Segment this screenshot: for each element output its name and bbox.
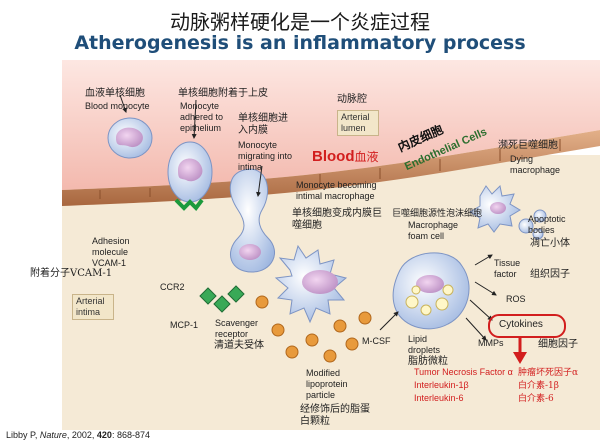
lipoprotein-particles [255,295,372,363]
label-blood: Blood血液 [312,148,379,165]
label-dying-cn: 濒死巨噬细胞 [498,140,558,151]
label-cytokine-cn: 细胞因子 [538,339,578,350]
migrating-monocyte-nucleus [239,244,261,260]
cytokines-highlight [488,314,566,338]
label-arterial-intima: Arterial intima [72,294,114,320]
reference-citation: Libby P, Nature, 2002, 420: 868-874 [6,430,150,440]
blood-monocyte-nucleus [116,127,143,148]
adhered-monocyte-nucleus [178,158,203,182]
apoptotic-bodies [518,209,547,240]
label-foam-cn: 巨噬细胞源性泡沫细胞 [392,209,483,219]
label-migrating-en: Monocyte migrating into intima [238,140,293,172]
intimal-macrophage-nucleus [302,270,338,294]
title-english: Atherogenesis is an inflammatory process [74,32,526,54]
label-modified-cn: 经修饰后的脂蛋白颗粒 [300,404,370,427]
title-chinese: 动脉粥样硬化是一个炎症过程 [170,10,430,34]
vcam-adhesion [174,198,204,212]
label-lipid-en: Lipid droplets [408,334,441,355]
label-foam-en: Macrophage foam cell [408,220,459,241]
label-mcp1: MCP-1 [170,320,199,330]
label-modified-en: Modified lipoprotein particle [306,368,348,400]
label-apoptotic-en: Apoptotic bodies [528,214,566,235]
mcp1-molecules [199,285,245,313]
label-ros: ROS [506,294,526,304]
label-adhered-en: Monocyte adhered to epithelium [180,101,224,133]
label-cytokines: Cytokines [499,319,543,330]
lipid-droplets [405,284,454,316]
foam-cell-nucleus [416,275,444,293]
label-adhered-cn: 单核细胞附着于上皮 [178,88,268,99]
label-becoming-cn: 单核细胞变成内膜巨噬细胞 [292,208,382,231]
label-adhesion-cn: 附着分子VCAM-1 [30,268,113,279]
label-lipid-cn: 脂肪微粒 [408,356,448,367]
label-mmps: MMPs [478,338,504,348]
label-tissue-en: Tissue factor [494,258,521,279]
dying-macrophage-nucleus [490,202,506,214]
label-becoming-en: Monocyte becoming intimal macrophage [296,180,377,201]
label-adhesion-en: Adhesion molecule VCAM-1 [92,236,130,268]
label-arterial-lumen-cn: 动脉腔 [337,94,367,105]
label-arterial-lumen-en: Arterial lumen [337,110,379,136]
label-apoptotic-cn: 凋亡小体 [530,238,570,249]
label-dying-en: Dying macrophage [510,154,561,175]
label-ccr2: CCR2 [160,282,185,292]
label-blood-monocyte-cn: 血液单核细胞 [85,88,145,99]
label-migrating-cn: 单核细胞进入内膜 [238,113,288,136]
migrating-monocyte-cell [229,168,275,273]
label-scavenger-en: Scavenger receptor [215,318,259,339]
label-mcsf: M-CSF [362,336,391,346]
label-blood-monocyte-en: Blood monocyte [85,101,150,111]
label-scavenger-cn: 清道夫受体 [214,340,264,351]
label-tissue-cn: 组织因子 [530,269,570,280]
